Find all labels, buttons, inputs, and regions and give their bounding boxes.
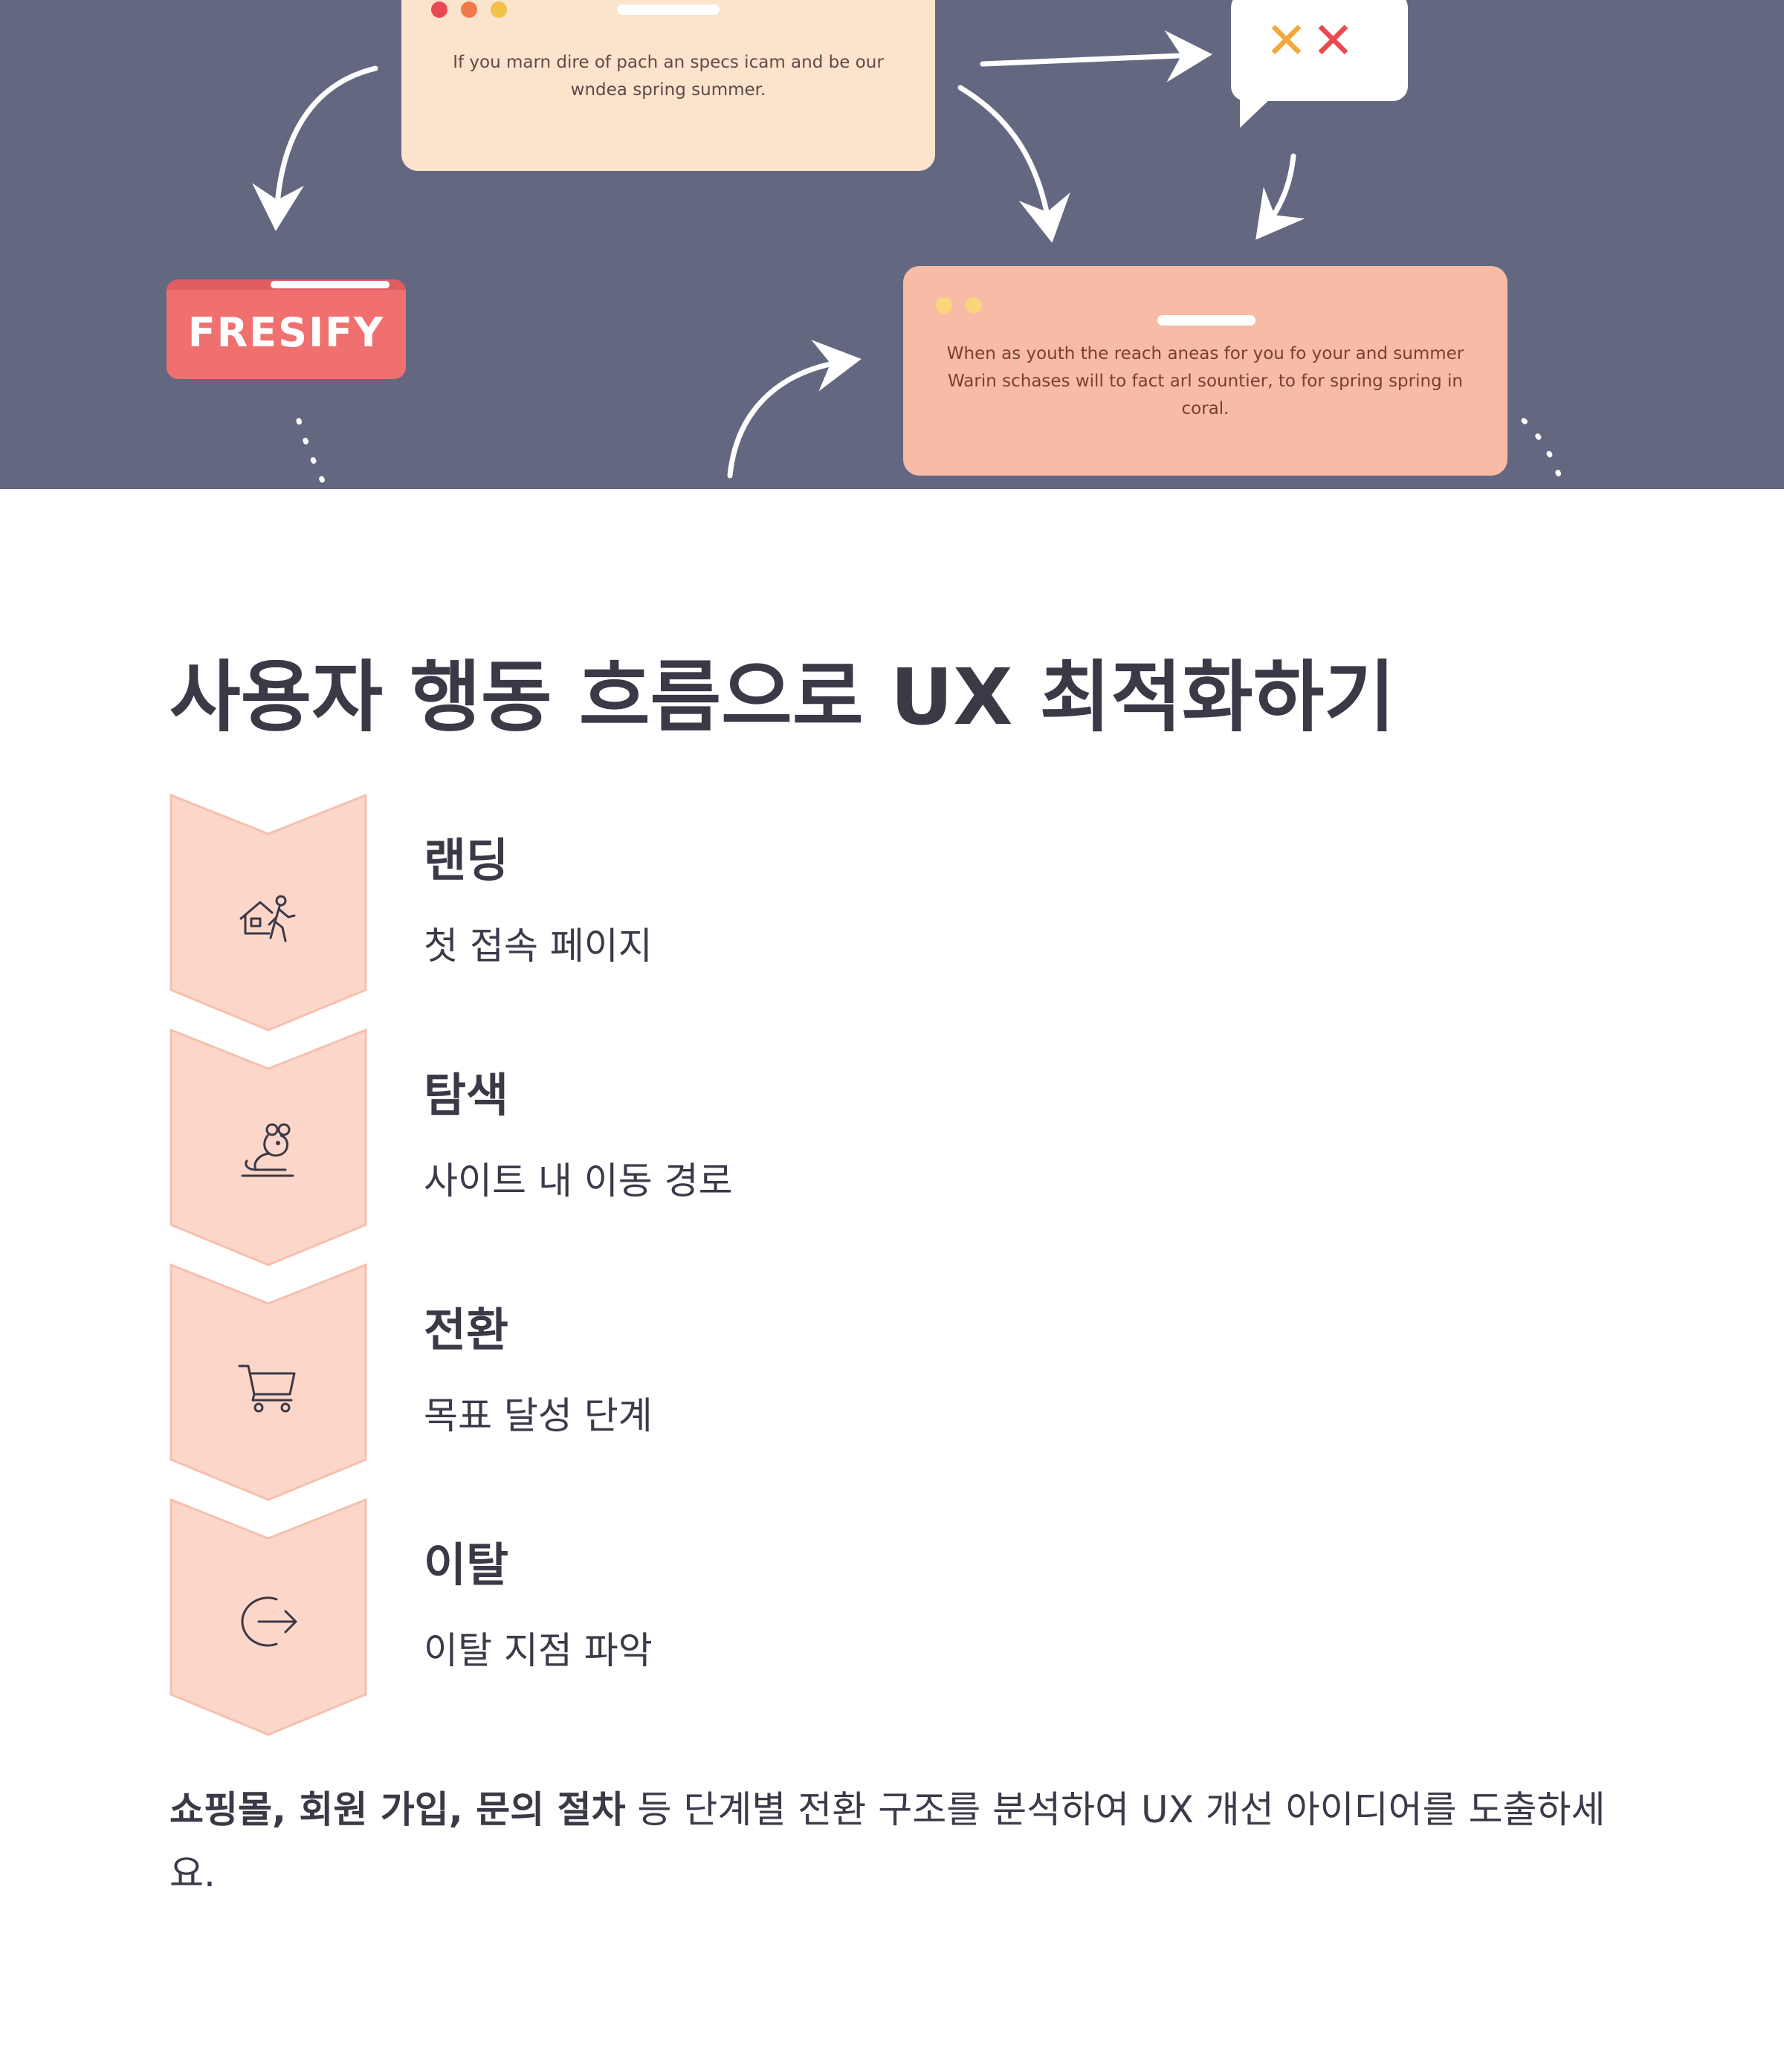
window-dot-orange bbox=[461, 1, 477, 18]
step-conversion: 전환 목표 달성 단계 bbox=[169, 1263, 1619, 1501]
window-dot-yellow-2 bbox=[966, 297, 982, 314]
speech-bubble-tail bbox=[1240, 97, 1273, 128]
shopping-cart-icon bbox=[238, 1364, 296, 1413]
step-exit: 이탈 이탈 지점 파악 bbox=[169, 1498, 1619, 1736]
flow-card-top: If you marn dire of pach an specs icam a… bbox=[401, 0, 935, 171]
step-description: 이탈 지점 파악 bbox=[424, 1629, 653, 1672]
chevron-shape bbox=[169, 1498, 367, 1736]
speech-bubble bbox=[1231, 0, 1408, 101]
brand-badge: FRESIFY bbox=[167, 279, 406, 379]
summary-text: 등 단계별 전환 구조를 분석하여 UX 개선 아이디어를 도출하세요. bbox=[169, 1788, 1606, 1895]
hero-illustration: If you marn dire of pach an specs icam a… bbox=[0, 0, 1784, 489]
bubble-marks: ✕✕ bbox=[1265, 16, 1359, 67]
step-description: 목표 달성 단계 bbox=[424, 1394, 653, 1437]
window-dot-yellow bbox=[936, 297, 952, 314]
step-title: 이탈 bbox=[424, 1538, 509, 1592]
exit-arrow-icon bbox=[241, 1596, 297, 1647]
mouse-animal-icon bbox=[241, 1123, 294, 1177]
step-description: 사이트 내 이동 경로 bbox=[424, 1159, 733, 1202]
window-dot-red bbox=[431, 1, 447, 18]
window-dot-yellow bbox=[491, 1, 507, 18]
arrow-return-curve bbox=[727, 340, 862, 479]
card-header-bar bbox=[617, 4, 720, 15]
flow-arrows bbox=[252, 30, 1567, 489]
step-title: 전환 bbox=[424, 1303, 509, 1357]
arrow-top-left bbox=[252, 65, 378, 231]
arrow-down-curve bbox=[957, 85, 1070, 243]
top-card-text: If you marn dire of pach an specs icam a… bbox=[453, 53, 884, 100]
arrow-bubble-down bbox=[1255, 153, 1305, 240]
chevron-shape bbox=[169, 794, 367, 1032]
dashed-curve-left bbox=[296, 418, 329, 489]
dashed-curve-right bbox=[1521, 418, 1567, 489]
house-walker-icon bbox=[239, 895, 296, 942]
summary-emphasis: 쇼핑몰, 회원 가입, 문의 절차 bbox=[169, 1788, 626, 1831]
x-mark-orange-icon: ✕ bbox=[1265, 12, 1312, 71]
step-explore: 탐색 사이트 내 이동 경로 bbox=[169, 1029, 1619, 1266]
chevron-shape bbox=[169, 1263, 367, 1501]
summary-paragraph: 쇼핑몰, 회원 가입, 문의 절차 등 단계별 전환 구조를 분석하여 UX 개… bbox=[169, 1778, 1626, 1906]
chevron-shape bbox=[169, 1029, 367, 1266]
x-mark-red-icon: ✕ bbox=[1311, 12, 1359, 71]
page-title: 사용자 행동 흐름으로 UX 최적화하기 bbox=[169, 652, 1395, 742]
brand-label: FRESIFY bbox=[187, 309, 385, 356]
card-header-bar bbox=[1157, 315, 1255, 326]
step-title: 랜딩 bbox=[424, 833, 509, 887]
step-description: 첫 접속 페이지 bbox=[424, 925, 653, 968]
bottom-card-text: When as youth the reach aneas for you fo… bbox=[946, 344, 1464, 418]
arrow-right bbox=[980, 30, 1212, 82]
step-landing: 랜딩 첫 접속 페이지 bbox=[169, 794, 1619, 1032]
flow-card-bottom: When as youth the reach aneas for you fo… bbox=[903, 266, 1507, 476]
brand-stripe-highlight bbox=[271, 281, 390, 288]
step-title: 탐색 bbox=[424, 1068, 509, 1122]
